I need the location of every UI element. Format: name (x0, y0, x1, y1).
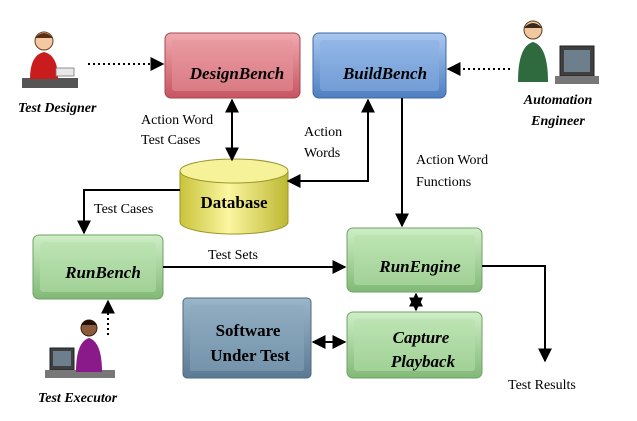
db-runbench-arrow (77, 189, 180, 235)
test-cases-label: Test Cases (141, 133, 200, 148)
database-label: Database (200, 193, 268, 212)
run-bench-box: RunBench (32, 234, 164, 300)
run-engine-label: RunEngine (378, 257, 461, 276)
design-bench-label: DesignBench (189, 64, 284, 83)
test-cases-edge-label: Test Cases (94, 202, 153, 217)
design-bench-box: DesignBench (164, 32, 301, 99)
automation-engineer-figure (518, 20, 599, 84)
action-word-functions-line1: Action Word (416, 153, 488, 168)
designer-desk (22, 78, 78, 88)
run-bench-label: RunBench (64, 263, 141, 282)
run-engine-box: RunEngine (346, 227, 483, 293)
db-build-arrow (286, 98, 375, 188)
database-cylinder: Database (179, 158, 289, 235)
capture-label: Capture (393, 328, 450, 347)
test-designer-figure (22, 31, 78, 88)
test-sets-label: Test Sets (208, 248, 258, 263)
build-bench-box: BuildBench (312, 32, 447, 99)
software-under-test-line2: Under Test (210, 346, 290, 365)
test-designer-label: Test Designer (18, 101, 97, 116)
action-word-label: Action Word (141, 113, 213, 128)
software-under-test-box: Software Under Test (182, 297, 312, 379)
automation-label: Automation (523, 93, 593, 108)
playback-label: Playback (390, 352, 456, 371)
words-label: Words (304, 146, 340, 161)
test-results-label: Test Results (508, 378, 576, 393)
engineer-label: Engineer (530, 114, 585, 129)
action-word-functions-line2: Functions (416, 175, 471, 190)
engine-results-arrow (482, 265, 552, 363)
action-label: Action (304, 125, 342, 140)
capture-playback-box: Capture Playback (346, 311, 483, 379)
test-executor-figure (45, 319, 115, 378)
software-under-test-line1: Software (216, 321, 281, 340)
test-executor-label: Test Executor (38, 391, 118, 406)
build-bench-label: BuildBench (342, 64, 427, 83)
